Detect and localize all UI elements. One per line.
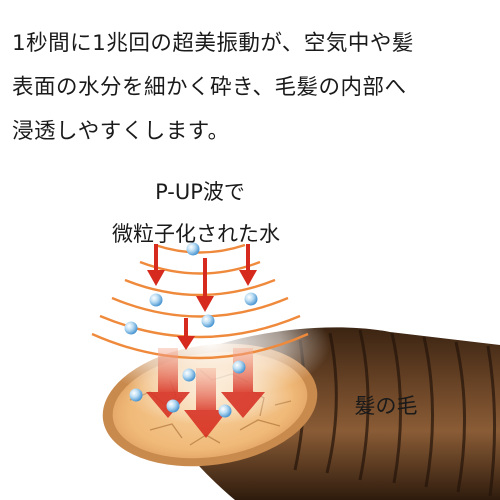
down-arrow-icon	[147, 244, 165, 286]
down-arrow-icon	[239, 244, 257, 286]
water-droplet-icon	[218, 404, 232, 418]
small-down-arrows	[147, 244, 257, 350]
p-up-wave-arcs	[91, 243, 309, 360]
water-droplet-icon	[124, 321, 138, 335]
down-arrow-icon	[184, 368, 228, 438]
large-down-arrows	[146, 348, 265, 438]
water-droplets	[124, 242, 258, 418]
water-droplet-icon	[129, 388, 143, 402]
water-droplet-icon	[244, 292, 258, 306]
description-line-2: 表面の水分を細かく砕き、毛髪の内部へ	[12, 75, 407, 100]
description-text: 1秒間に1兆回の超美振動が、空気中や髪 表面の水分を細かく砕き、毛髪の内部へ 浸…	[12, 22, 494, 154]
wave-label-line-2: 微粒子化された水	[112, 222, 280, 246]
water-droplet-icon	[182, 368, 196, 382]
description-line-3: 浸透しやすくします。	[12, 119, 230, 144]
wave-label-line-1: P-UP波で	[155, 180, 245, 204]
water-droplet-icon	[166, 399, 180, 413]
down-arrow-icon	[196, 258, 214, 312]
description-line-1: 1秒間に1兆回の超美振動が、空気中や髪	[12, 31, 414, 56]
water-droplet-icon	[232, 360, 246, 374]
water-droplet-icon	[201, 314, 215, 328]
hair-label: 髪の毛	[355, 394, 418, 418]
down-arrow-icon	[177, 318, 195, 350]
water-droplet-icon	[186, 242, 200, 256]
hair-strand	[90, 290, 500, 500]
water-droplet-icon	[149, 293, 163, 307]
